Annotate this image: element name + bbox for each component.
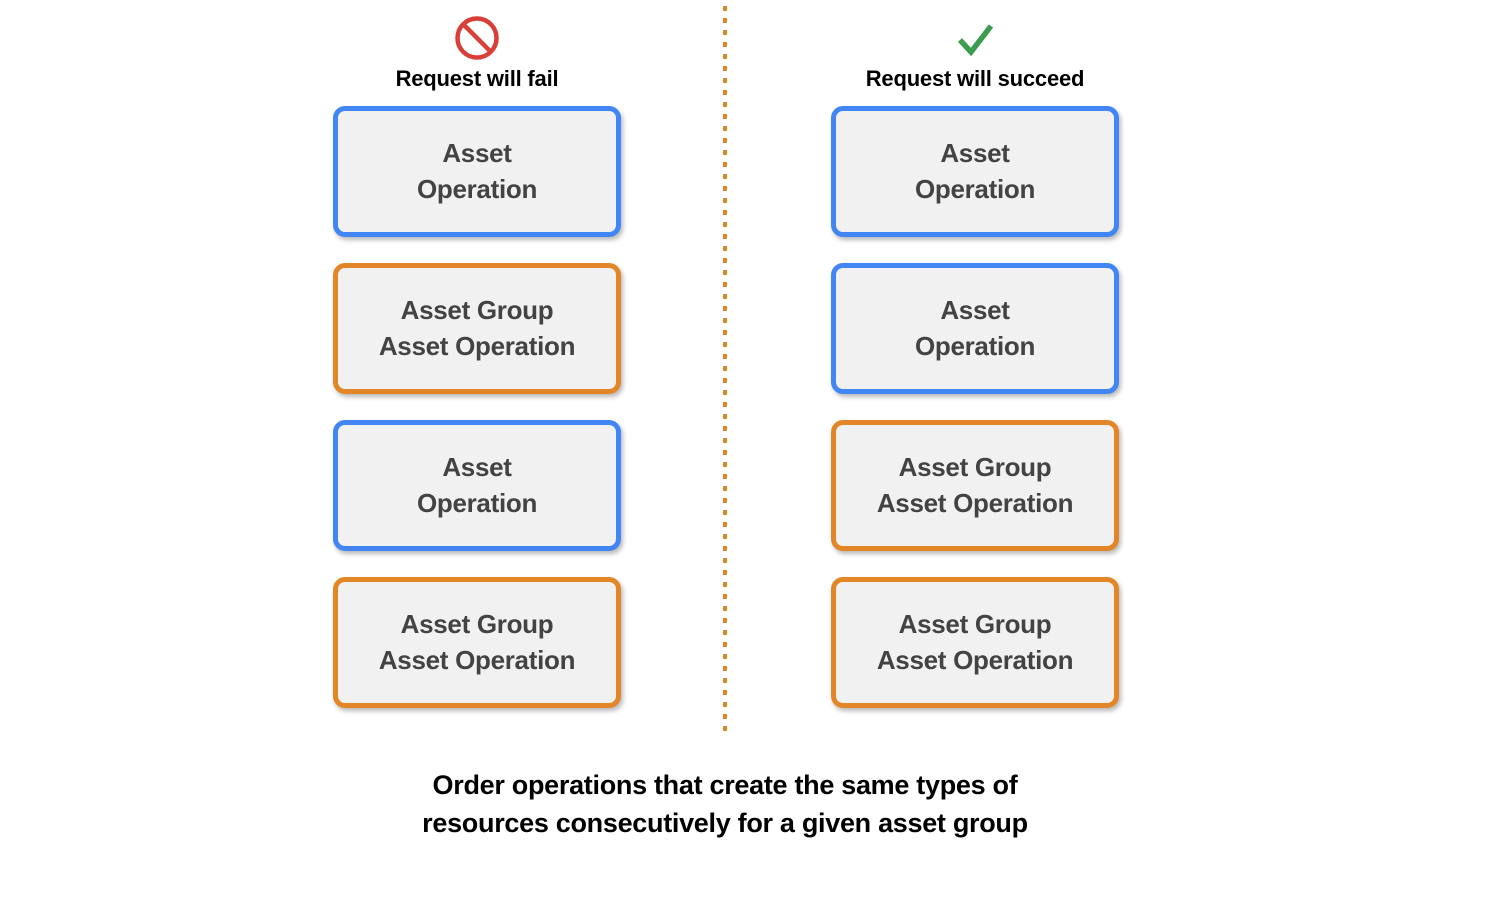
column-request-will-succeed: Request will succeed Asset Operation Ass… [825, 0, 1125, 708]
operation-box-label: Asset Operation [416, 137, 538, 204]
column-label-succeed: Request will succeed [865, 66, 1085, 91]
operation-box-label: Asset Group Asset Operation [876, 608, 1074, 675]
operation-box-asset-group-asset-operation[interactable]: Asset Group Asset Operation [333, 263, 621, 394]
column-label-fail: Request will fail [395, 66, 559, 91]
column-divider [723, 6, 727, 738]
operation-box-asset-operation[interactable]: Asset Operation [333, 106, 621, 237]
operation-box-asset-group-asset-operation[interactable]: Asset Group Asset Operation [333, 577, 621, 708]
column-header-succeed: Request will succeed [825, 0, 1125, 106]
operation-box-label: Asset Group Asset Operation [876, 451, 1074, 518]
operation-box-asset-operation[interactable]: Asset Operation [831, 263, 1119, 394]
checkmark-icon [957, 24, 994, 57]
no-entry-icon [455, 16, 499, 60]
operation-box-asset-operation[interactable]: Asset Operation [333, 420, 621, 551]
diagram-caption: Order operations that create the same ty… [422, 770, 1028, 839]
column-request-will-fail: Request will fail Asset Operation Asset … [327, 0, 627, 708]
column-header-fail: Request will fail [327, 0, 627, 106]
operation-box-label: Asset Group Asset Operation [378, 294, 576, 361]
operation-box-asset-group-asset-operation[interactable]: Asset Group Asset Operation [831, 577, 1119, 708]
operation-box-label: Asset Group Asset Operation [378, 608, 576, 675]
operation-list-fail: Asset Operation Asset Group Asset Operat… [327, 106, 627, 708]
operation-box-label: Asset Operation [914, 294, 1036, 361]
operation-list-succeed: Asset Operation Asset Operation Asset Gr… [825, 106, 1125, 708]
operation-box-asset-group-asset-operation[interactable]: Asset Group Asset Operation [831, 420, 1119, 551]
operation-box-asset-operation[interactable]: Asset Operation [831, 106, 1119, 237]
operation-box-label: Asset Operation [416, 451, 538, 518]
operation-box-label: Asset Operation [914, 137, 1036, 204]
